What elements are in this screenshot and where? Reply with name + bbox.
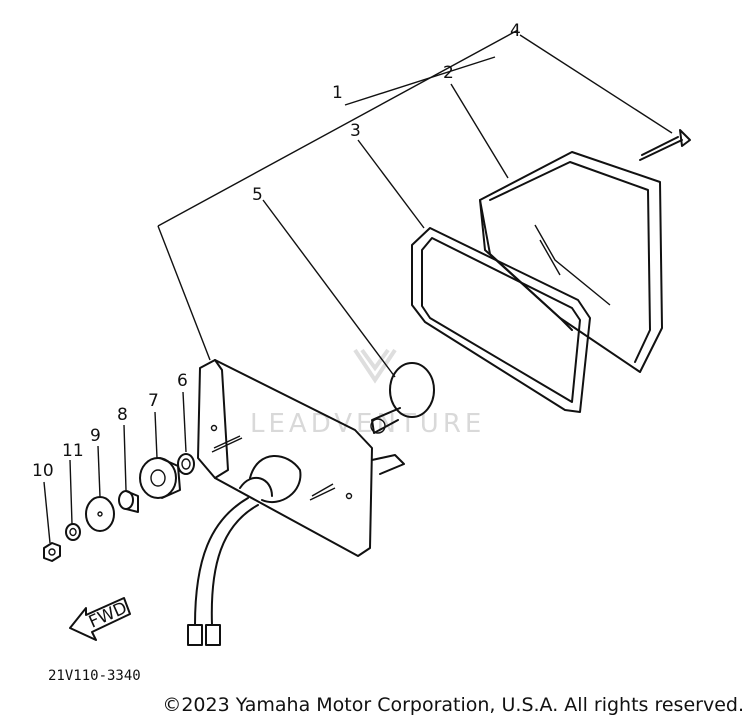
copyright-notice: ©2023 Yamaha Motor Corporation, U.S.A. A… — [162, 694, 744, 716]
leader-lines — [157, 29, 673, 378]
lock-washer — [65, 523, 81, 541]
grommet — [139, 457, 181, 499]
callout-8: 8 — [117, 405, 128, 425]
screw — [639, 129, 691, 161]
callout-11: 11 — [62, 441, 84, 461]
callout-2: 2 — [443, 63, 454, 83]
gasket — [411, 227, 591, 413]
watermark: LEADVENTURE — [250, 348, 485, 439]
plate-washer — [85, 496, 115, 532]
callout-10: 10 — [32, 461, 54, 481]
callout-4: 4 — [510, 21, 521, 41]
collar — [118, 490, 139, 513]
fwd-arrow: FWD — [69, 597, 131, 641]
bulb — [370, 362, 435, 434]
base-plate — [197, 359, 405, 557]
lens-housing — [479, 151, 663, 373]
washer — [177, 453, 195, 475]
fwd-label: FWD — [86, 598, 130, 632]
callout-9: 9 — [90, 426, 101, 446]
watermark-logo — [353, 348, 397, 384]
nut — [43, 542, 61, 562]
watermark-text: LEADVENTURE — [250, 409, 485, 439]
wire-harness — [187, 497, 259, 646]
callout-6: 6 — [177, 371, 188, 391]
small-part-leaders — [43, 391, 187, 544]
part-number: 21V110-3340 — [48, 668, 141, 684]
callout-5: 5 — [252, 185, 263, 205]
callout-7: 7 — [148, 391, 159, 411]
callout-1: 1 — [332, 83, 343, 103]
callout-labels: 1 2 3 4 5 6 7 8 9 10 11 — [32, 21, 521, 481]
callout-3: 3 — [350, 121, 361, 141]
